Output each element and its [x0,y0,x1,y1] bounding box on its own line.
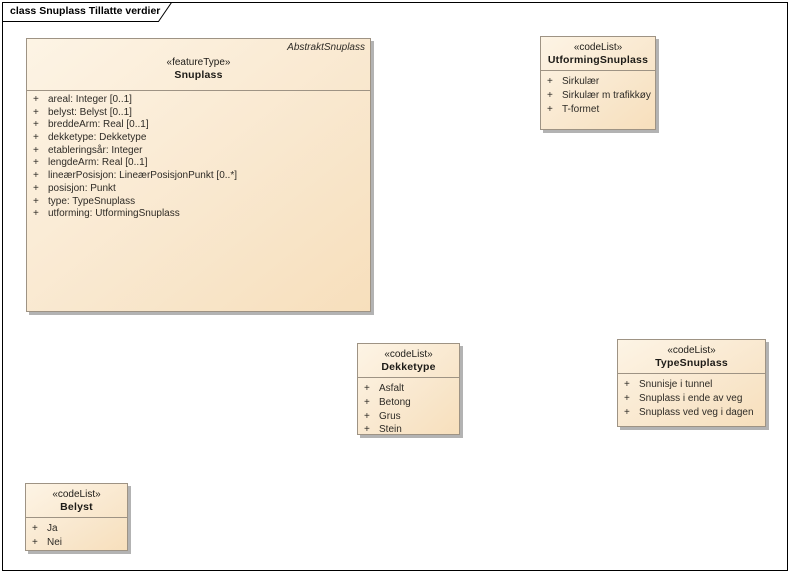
attribute-row: + lengdeArm: Real [0..1] [27,157,370,170]
attribute-text: Sirkulær [562,76,600,87]
visibility-marker: + [33,106,39,118]
attributes-compartment: + Sirkulær + Sirkulær m trafikkøy + T-forme… [541,71,655,116]
visibility-marker: + [624,379,630,390]
attribute-text: type: TypeSnuplass [48,195,136,207]
stereotype-label: «codeList» [573,42,623,53]
visibility-marker: + [624,406,630,418]
class-header: «codeList» TypeSnuplass [618,340,765,374]
visibility-marker: + [33,119,39,131]
class-box-snuplass[interactable]: AbstraktSnuplass «featureType» Snuplass … [26,38,371,312]
visibility-marker: + [547,103,553,115]
visibility-marker: + [33,94,39,105]
class-name: Snuplass [174,69,223,81]
attribute-row: + Stein [358,423,459,437]
attribute-text: Stein [379,424,402,436]
attribute-row: + Nei [26,536,127,550]
class-name: Belyst [60,501,93,513]
attribute-row: + breddeArm: Real [0..1] [27,119,370,132]
visibility-marker: + [32,523,38,534]
attribute-text: posisjon: Punkt [48,182,116,194]
attribute-row: + dekketype: Dekketype [27,132,370,145]
attribute-row: + Betong [358,396,459,410]
class-name: UtformingSnuplass [547,54,649,66]
visibility-marker: + [33,195,39,207]
attribute-row: + Asfalt [358,382,459,396]
visibility-marker: + [33,170,39,182]
stereotype-label: «featureType» [166,57,231,68]
tab-shape-icon [2,2,173,22]
visibility-marker: + [547,89,553,101]
diagram-title: class Snuplass Tillatte verdier [10,5,161,17]
attribute-text: T-formet [562,103,600,115]
class-header: «codeList» Dekketype [358,344,459,378]
attributes-compartment: + Ja + Nei [26,518,127,550]
class-header: AbstraktSnuplass «featureType» Snuplass [27,39,370,91]
attribute-row: + T-formet [541,103,655,117]
class-header: «codeList» UtformingSnuplass [541,37,655,71]
visibility-marker: + [624,392,630,404]
attribute-text: dekketype: Dekketype [48,132,147,144]
class-box-utforming-snuplass[interactable]: «codeList» UtformingSnuplass + Sirkulær +… [540,36,656,130]
attribute-row: + Sirkulær [541,75,655,89]
attributes-compartment: + Snunisje i tunnel + Snuplass i ende av v… [618,374,765,419]
attribute-row: + Grus [358,410,459,424]
stereotype-label: «codeList» [384,349,433,360]
attribute-text: Sirkulær m trafikkøy [562,89,651,101]
class-name: TypeSnuplass [655,357,728,369]
attribute-text: etableringsår: Integer [48,144,143,156]
visibility-marker: + [364,383,370,394]
attribute-text: Grus [379,410,401,422]
attribute-text: lineærPosisjon: LineærPosisjonPunkt [0..… [48,170,237,182]
class-header: «codeList» Belyst [26,484,127,518]
visibility-marker: + [364,410,370,422]
visibility-marker: + [33,182,39,194]
attribute-row: + Snuplass i ende av veg [618,392,765,406]
attribute-row: + belyst: Belyst [0..1] [27,107,370,120]
attributes-compartment: + areal: Integer [0..1] + belyst: Belyst [… [27,91,370,221]
attribute-text: Betong [379,396,411,408]
visibility-marker: + [33,157,39,169]
attribute-row: + Sirkulær m trafikkøy [541,89,655,103]
visibility-marker: + [33,144,39,156]
attribute-text: Snunisje i tunnel [639,379,713,390]
attribute-text: Snuplass ved veg i dagen [639,406,754,418]
attribute-text: Asfalt [379,383,405,394]
parent-class-label: AbstraktSnuplass [287,42,365,53]
attribute-text: lengdeArm: Real [0..1] [48,157,148,169]
visibility-marker: + [364,424,370,436]
attribute-text: Snuplass i ende av veg [639,392,743,404]
stereotype-label: «codeList» [667,345,716,356]
visibility-marker: + [547,76,553,87]
attribute-text: breddeArm: Real [0..1] [48,119,149,131]
visibility-marker: + [33,132,39,144]
class-name: Dekketype [381,361,436,373]
attribute-row: + Snuplass ved veg i dagen [618,406,765,420]
attribute-text: belyst: Belyst [0..1] [48,106,132,118]
visibility-marker: + [32,536,38,548]
stereotype-label: «codeList» [52,489,101,500]
attribute-row: + posisjon: Punkt [27,183,370,196]
attribute-row: + areal: Integer [0..1] [27,94,370,107]
attribute-row: + utforming: UtformingSnuplass [27,208,370,221]
class-box-belyst[interactable]: «codeList» Belyst + Ja + Nei [25,483,128,551]
attribute-row: + Snunisje i tunnel [618,378,765,392]
visibility-marker: + [364,396,370,408]
visibility-marker: + [33,208,39,220]
class-box-dekketype[interactable]: «codeList» Dekketype + Asfalt + Betong + Gr… [357,343,460,435]
attribute-text: utforming: UtformingSnuplass [48,208,180,220]
attribute-row: + lineærPosisjon: LineærPosisjonPunkt [0.… [27,170,370,183]
attributes-compartment: + Asfalt + Betong + Grus + Stein [358,378,459,437]
attribute-text: Nei [47,536,63,548]
attribute-row: + etableringsår: Integer [27,145,370,158]
attribute-row: + Ja [26,522,127,536]
diagram-title-tab: class Snuplass Tillatte verdier [2,2,178,23]
attribute-text: areal: Integer [0..1] [48,94,132,105]
attribute-text: Ja [47,523,58,534]
attribute-row: + type: TypeSnuplass [27,196,370,209]
class-box-type-snuplass[interactable]: «codeList» TypeSnuplass + Snunisje i tunn… [617,339,766,427]
